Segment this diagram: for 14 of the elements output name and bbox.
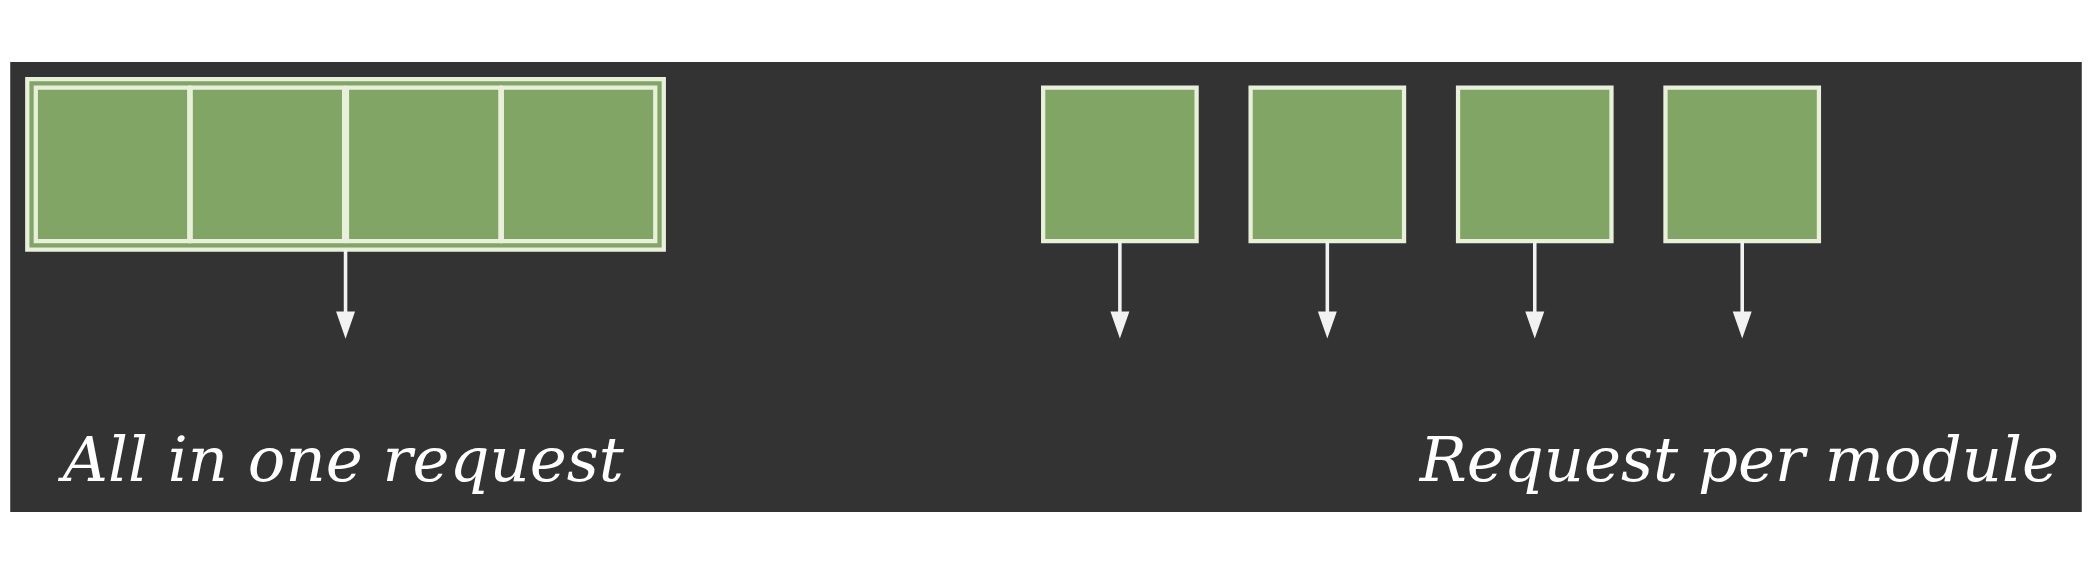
arrow bbox=[1525, 241, 1545, 339]
arrow bbox=[336, 249, 355, 339]
node-box bbox=[1041, 85, 1199, 244]
label: Request per module bbox=[1419, 423, 2059, 497]
arrow bbox=[1317, 241, 1337, 339]
node-box bbox=[344, 85, 503, 244]
node-box bbox=[1663, 85, 1822, 244]
arrow bbox=[1110, 241, 1130, 339]
node-box bbox=[33, 85, 192, 244]
node-box bbox=[1248, 85, 1407, 244]
node-box bbox=[188, 85, 347, 244]
arrow bbox=[1732, 241, 1752, 339]
cluster bbox=[25, 76, 666, 252]
node-box bbox=[1455, 85, 1614, 244]
